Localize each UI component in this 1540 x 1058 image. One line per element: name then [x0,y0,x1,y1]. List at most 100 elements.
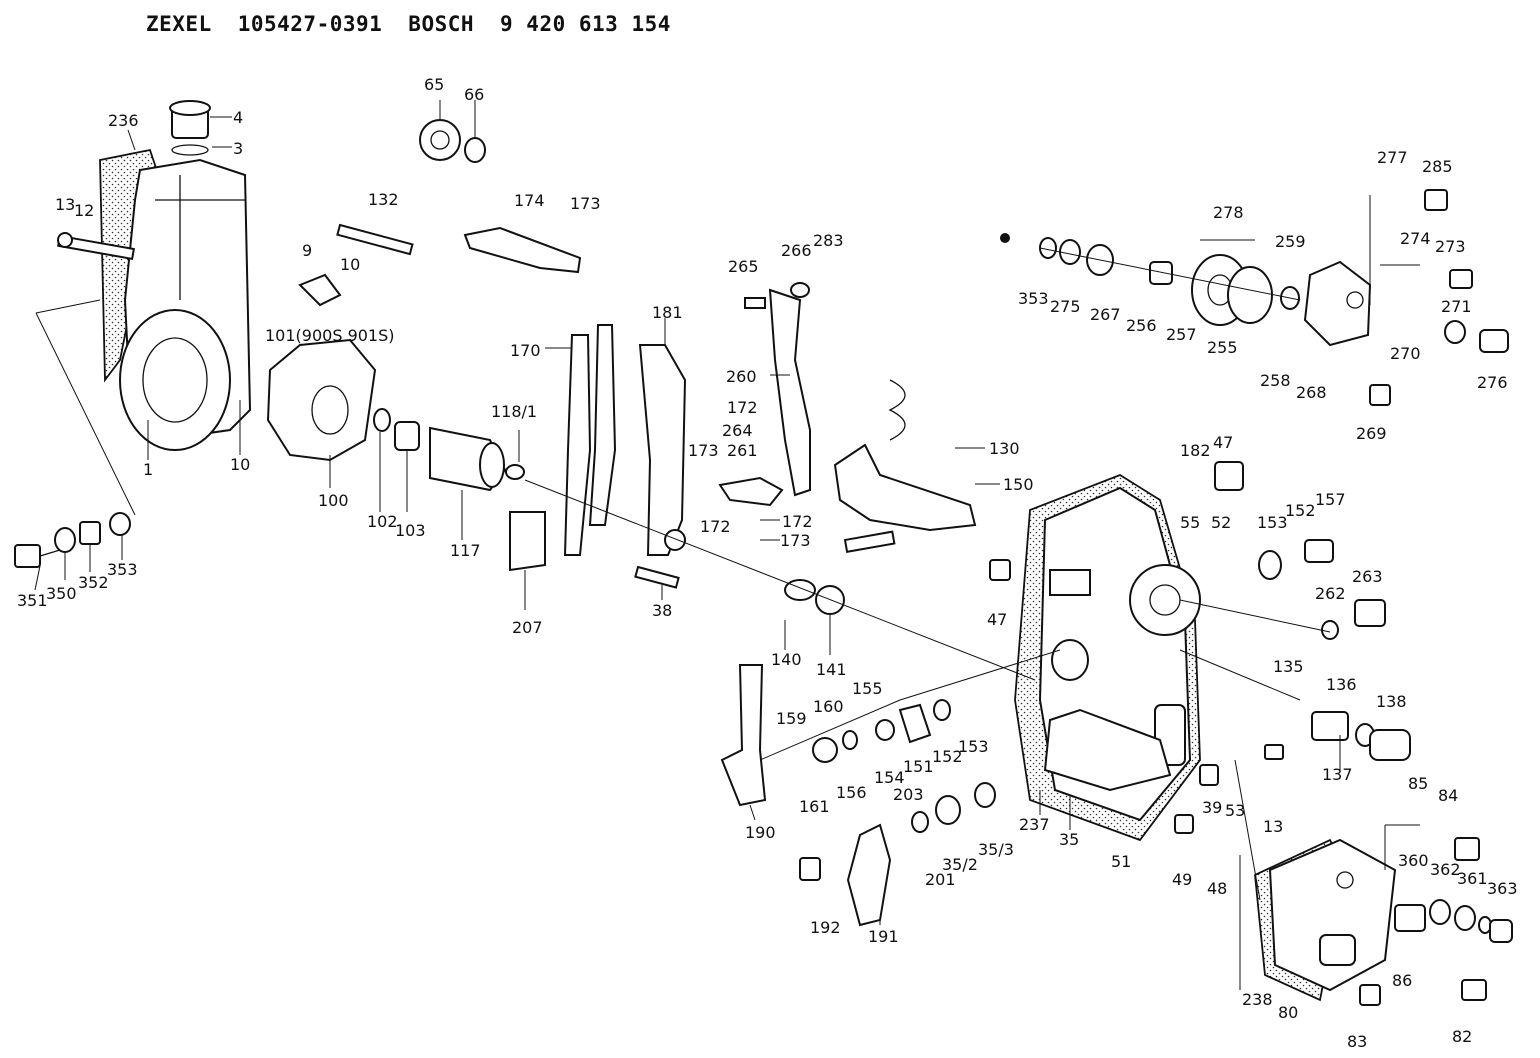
callout-160: 160 [813,697,844,716]
callout-154: 154 [874,768,905,787]
callout-266: 266 [781,241,812,260]
brand-zexel: ZEXEL [146,12,212,36]
callout-203: 203 [893,785,924,804]
callout-173-mid: 173 [688,441,719,460]
callout-52: 52 [1211,513,1231,532]
callout-192: 192 [810,918,841,937]
flyweight-group [266,223,525,492]
zexel-part-number: 105427-0391 [237,12,383,36]
callout-353-left: 353 [107,560,138,579]
top-middle-parts [419,119,582,274]
leader-lines [34,100,1420,990]
callout-352: 352 [78,573,109,592]
callout-84: 84 [1438,786,1458,805]
callout-101: 101(900S 901S) [265,326,395,345]
callout-260: 260 [726,367,757,386]
callout-55: 55 [1180,513,1200,532]
callout-172-upper: 172 [727,398,758,417]
lever-group [509,282,811,589]
callout-1: 1 [143,460,153,479]
callout-277: 277 [1377,148,1408,167]
callout-271: 271 [1441,297,1472,316]
callout-13: 13 [55,195,75,214]
callout-270: 270 [1390,344,1421,363]
callout-47-top: 47 [1213,433,1233,452]
callout-172-left: 172 [700,517,731,536]
callout-182: 182 [1180,441,1211,460]
callout-259: 259 [1275,232,1306,251]
callout-173-bottom: 173 [780,531,811,550]
callout-38: 38 [652,601,672,620]
callout-262: 262 [1315,584,1346,603]
callout-153-lower: 153 [958,737,989,756]
callout-48: 48 [1207,879,1227,898]
callout-141: 141 [816,660,847,679]
callout-256: 256 [1126,316,1157,335]
callout-353-top: 353 [1018,289,1049,308]
callout-350: 350 [46,584,77,603]
callout-278: 278 [1213,203,1244,222]
callout-13-right: 13 [1263,817,1283,836]
callout-238: 238 [1242,990,1273,1009]
callout-155: 155 [852,679,883,698]
bosch-part-number: 9 420 613 154 [500,12,671,36]
callout-156: 156 [836,783,867,802]
callout-159: 159 [776,709,807,728]
callout-12: 12 [74,201,94,220]
right-mid-parts [989,461,1411,834]
callout-181: 181 [652,303,683,322]
callout-86: 86 [1392,971,1412,990]
callout-9: 9 [302,241,312,260]
diagram-header: ZEXEL 105427-0391 BOSCH 9 420 613 154 [146,12,697,36]
callout-35-3: 35/3 [978,840,1014,859]
bottom-right-cover [1254,837,1513,1006]
callout-265: 265 [728,257,759,276]
callout-257: 257 [1166,325,1197,344]
callout-3: 3 [233,139,243,158]
control-lever-group [720,664,996,927]
brand-bosch: BOSCH [408,12,475,36]
callout-83: 83 [1347,1032,1367,1051]
callout-51: 51 [1111,852,1131,871]
callout-255: 255 [1207,338,1238,357]
callout-4: 4 [233,108,243,127]
callout-191: 191 [868,927,899,946]
callout-140: 140 [771,650,802,669]
callout-80: 80 [1278,1003,1298,1022]
callout-117: 117 [450,541,481,560]
callout-66: 66 [464,85,484,104]
spring-arm-group [784,379,977,615]
callout-285: 285 [1422,157,1453,176]
callout-207: 207 [512,618,543,637]
callout-362: 362 [1430,860,1461,879]
left-bolts [14,512,131,568]
callout-132: 132 [368,190,399,209]
callout-361: 361 [1457,869,1488,888]
callout-135: 135 [1273,657,1304,676]
callout-130: 130 [989,439,1020,458]
callout-49: 49 [1172,870,1192,889]
callout-150: 150 [1003,475,1034,494]
callout-153-right: 153 [1257,513,1288,532]
callout-151: 151 [903,757,934,776]
callout-201: 201 [925,870,956,889]
callout-268: 268 [1296,383,1327,402]
callout-152-lower: 152 [932,747,963,766]
callout-170: 170 [510,341,541,360]
callout-102: 102 [367,512,398,531]
callout-267: 267 [1090,305,1121,324]
callout-39: 39 [1202,798,1222,817]
governor-housing-group [57,100,252,451]
callout-118-1: 118/1 [491,402,537,421]
callout-237: 237 [1019,815,1050,834]
callout-172-right: 172 [782,512,813,531]
main-housing-group [1014,473,1201,842]
callout-labels: 4 3 236 13 12 1 10 9 10 132 101(900S 901… [17,75,1518,1051]
callout-274: 274 [1400,229,1431,248]
callout-137: 137 [1322,765,1353,784]
callout-85: 85 [1408,774,1428,793]
callout-10-housing: 10 [230,455,250,474]
callout-65: 65 [424,75,444,94]
callout-360: 360 [1398,851,1429,870]
